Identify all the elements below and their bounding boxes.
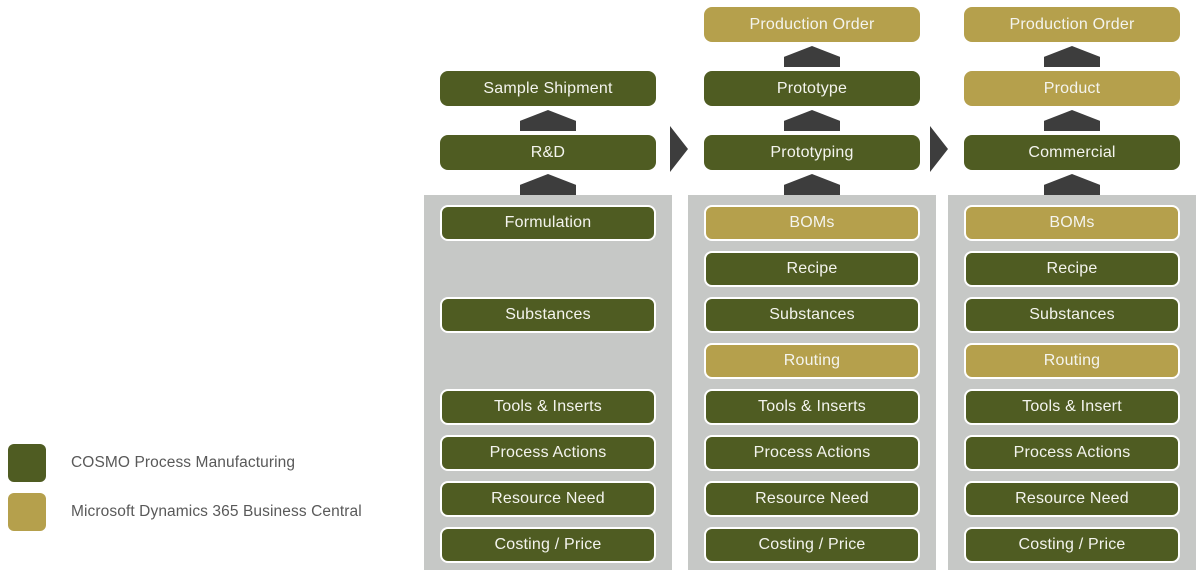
- stage-box[interactable]: Resource Need: [440, 481, 656, 517]
- stage-box[interactable]: Substances: [704, 297, 920, 333]
- stage-box[interactable]: Routing: [704, 343, 920, 379]
- legend-item: Microsoft Dynamics 365 Business Central: [8, 487, 408, 536]
- stage-box[interactable]: Recipe: [964, 251, 1180, 287]
- stage-box[interactable]: BOMs: [704, 205, 920, 241]
- arrow-up-icon: [1044, 174, 1100, 195]
- arrow-up-icon: [1044, 46, 1100, 67]
- stage-box[interactable]: Tools & Inserts: [704, 389, 920, 425]
- arrow-up-icon: [520, 110, 576, 131]
- stage-box[interactable]: Substances: [440, 297, 656, 333]
- stage-box[interactable]: BOMs: [964, 205, 1180, 241]
- stage-box[interactable]: Prototyping: [704, 135, 920, 170]
- arrow-up-icon: [784, 174, 840, 195]
- stage-box[interactable]: Sample Shipment: [440, 71, 656, 106]
- stage-box[interactable]: Costing / Price: [964, 527, 1180, 563]
- stage-box[interactable]: Recipe: [704, 251, 920, 287]
- arrow-up-icon: [520, 174, 576, 195]
- stage-box[interactable]: Process Actions: [704, 435, 920, 471]
- stage-box[interactable]: Production Order: [964, 7, 1180, 42]
- stage-box[interactable]: Process Actions: [964, 435, 1180, 471]
- stage-box[interactable]: Costing / Price: [440, 527, 656, 563]
- stage-box[interactable]: Formulation: [440, 205, 656, 241]
- stage-box[interactable]: Resource Need: [704, 481, 920, 517]
- legend-item-label: COSMO Process Manufacturing: [71, 453, 296, 471]
- stage-box[interactable]: Routing: [964, 343, 1180, 379]
- legend-color-swatch: [8, 443, 46, 482]
- stage-box[interactable]: Substances: [964, 297, 1180, 333]
- stage-box[interactable]: Resource Need: [964, 481, 1180, 517]
- stage-box[interactable]: Tools & Inserts: [440, 389, 656, 425]
- arrow-up-icon: [1044, 110, 1100, 131]
- legend-item-label: Microsoft Dynamics 365 Business Central: [71, 502, 362, 520]
- arrow-up-icon: [784, 46, 840, 67]
- stage-box[interactable]: Production Order: [704, 7, 920, 42]
- stage-box[interactable]: Costing / Price: [704, 527, 920, 563]
- stage-box[interactable]: R&D: [440, 135, 656, 170]
- legend-item: COSMO Process Manufacturing: [8, 438, 408, 487]
- stage-box[interactable]: Product: [964, 71, 1180, 106]
- chevron-right-icon: [930, 126, 948, 172]
- legend-color-swatch: [8, 492, 46, 531]
- stage-box-placeholder: [440, 343, 656, 379]
- stage-box[interactable]: Commercial: [964, 135, 1180, 170]
- chevron-right-icon: [670, 126, 688, 172]
- stage-box[interactable]: Prototype: [704, 71, 920, 106]
- stage-box[interactable]: Tools & Insert: [964, 389, 1180, 425]
- stage-box-placeholder: [440, 251, 656, 287]
- stage-box[interactable]: Process Actions: [440, 435, 656, 471]
- arrow-up-icon: [784, 110, 840, 131]
